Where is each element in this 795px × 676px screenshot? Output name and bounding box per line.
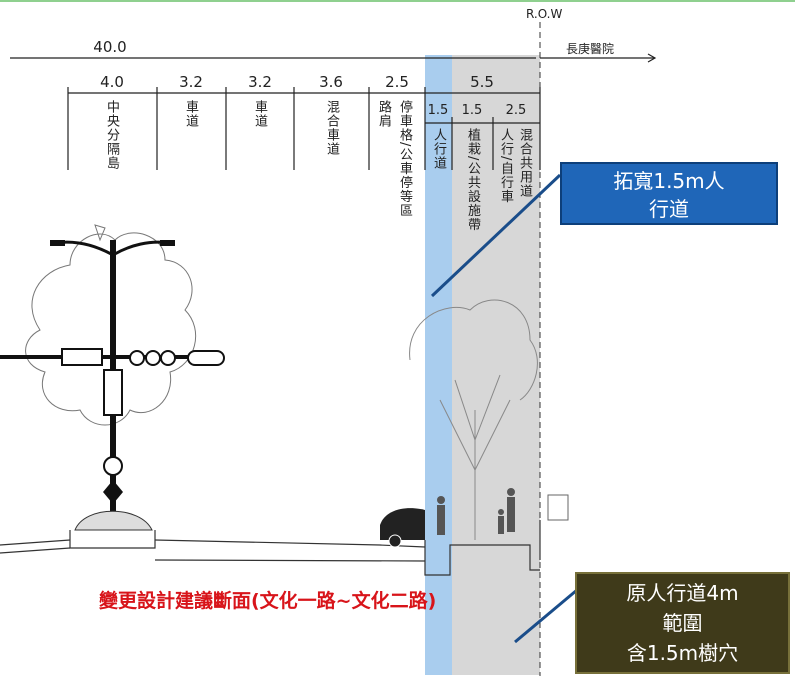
sidewalk-tree [409,299,538,540]
row-label: R.O.W [526,7,563,21]
planting-label: 植栽/公共設施帶 [465,128,480,232]
original-sidewalk-callout: 原人行道4m 範圍 含1.5m樹穴 [575,572,790,674]
ped-bike-width: 2.5 [505,103,527,118]
street-light-pole [0,240,225,525]
parking-label: 停車格/公車停等區 [397,100,412,218]
lane-width-2: 3.2 [248,73,272,91]
walkway-label: 人行道 [431,128,446,170]
shared-path-label: 混合共用道 [517,128,532,198]
orig-pointer [514,588,578,644]
total-dimension [10,53,657,63]
new-walkway-band [425,55,452,675]
lane2-label: 車道 [252,100,267,128]
median-label: 中央分隔島 [104,100,119,170]
walkway-width: 1.5 [427,103,449,118]
hospital-label: 長庚醫院 [566,42,615,56]
hospital-building [547,494,569,521]
widen-callout-line1: 拓寬1.5m人 [613,169,725,193]
orig-callout-line3: 含1.5m樹穴 [626,641,739,665]
planting-width: 1.5 [461,103,483,118]
pedestrians [437,488,515,535]
existing-sidewalk-band [452,55,540,675]
sidewalk-total-width: 5.5 [470,73,494,91]
total-dimension-value: 40.0 [93,38,127,56]
lane1-label: 車道 [183,100,198,128]
lane-width-shoulder: 2.5 [385,73,409,91]
median-planter [74,510,153,531]
road-surface [0,520,541,576]
mixed-lane-label: 混合車道 [324,100,339,156]
shoulder-label: 路肩 [376,100,391,128]
lane-width-median: 4.0 [100,73,124,91]
lane-width-mixed: 3.6 [319,73,343,91]
lane-width-1: 3.2 [179,73,203,91]
lane-dimension [67,87,541,170]
car [380,508,425,548]
orig-callout-line2: 範圍 [662,611,703,635]
ped-bike-label: 人行/自行車 [498,128,513,204]
widen-callout-line2: 行道 [649,197,689,221]
widen-walkway-callout: 拓寬1.5m人 行道 [560,162,778,225]
diagram-title: 變更設計建議斷面(文化一路~文化二路) [99,590,437,612]
widen-pointer [430,173,562,298]
orig-callout-line1: 原人行道4m [626,581,739,605]
